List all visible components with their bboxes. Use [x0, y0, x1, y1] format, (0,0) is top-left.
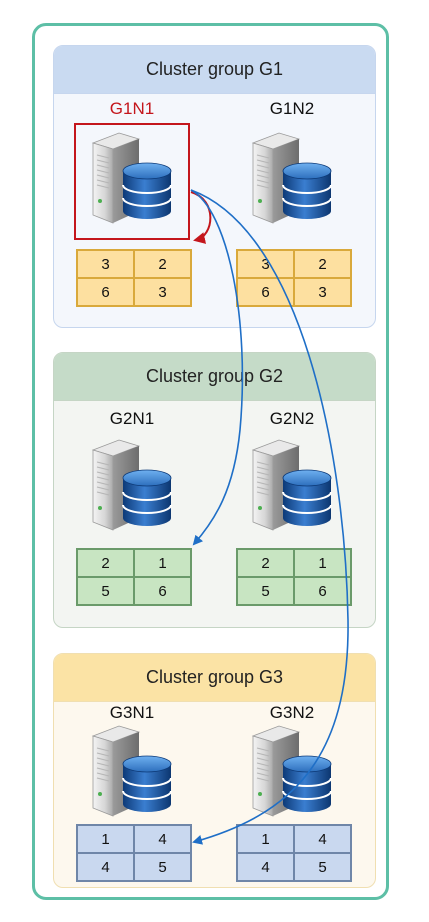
- group-title: Cluster group G3: [54, 654, 375, 702]
- node-label-g1n2: G1N2: [269, 99, 315, 118]
- shard-cell: 1: [294, 549, 351, 577]
- shard-cell: 5: [294, 853, 351, 881]
- shard-cell: 5: [134, 853, 191, 881]
- shard-cell: 2: [237, 549, 294, 577]
- shard-cell: 2: [134, 250, 191, 278]
- shard-table-g3n2: 1 4 4 5: [236, 824, 352, 882]
- shard-cell: 6: [77, 278, 134, 306]
- local-write-arrow: [190, 191, 212, 244]
- shard-cell: 2: [77, 549, 134, 577]
- shard-table-g1n2: 3 2 6 3: [236, 249, 352, 307]
- shard-cell: 3: [134, 278, 191, 306]
- shard-cell: 3: [77, 250, 134, 278]
- shard-table-g1n1: 3 2 6 3: [76, 249, 192, 307]
- selected-node-highlight: [74, 123, 190, 240]
- shard-cell: 2: [294, 250, 351, 278]
- shard-cell: 1: [237, 825, 294, 853]
- shard-table-g2n2: 2 1 5 6: [236, 548, 352, 606]
- replication-arrow-g3n1: [190, 189, 349, 845]
- group-title: Cluster group G1: [54, 46, 375, 94]
- group-title: Cluster group G2: [54, 353, 375, 401]
- shard-table-g3n1: 1 4 4 5: [76, 824, 192, 882]
- shard-cell: 1: [77, 825, 134, 853]
- node-label-g2n2: G2N2: [269, 409, 315, 428]
- shard-cell: 6: [294, 577, 351, 605]
- shard-cell: 5: [237, 577, 294, 605]
- cluster-frame: [32, 23, 389, 900]
- shard-cell: 3: [294, 278, 351, 306]
- shard-cell: 4: [77, 853, 134, 881]
- shard-cell: 4: [237, 853, 294, 881]
- shard-cell: 4: [134, 825, 191, 853]
- shard-cell: 4: [294, 825, 351, 853]
- shard-table-g2n1: 2 1 5 6: [76, 548, 192, 606]
- node-label-g3n1: G3N1: [109, 703, 155, 722]
- node-label-g1n1: G1N1: [109, 99, 155, 118]
- node-label-g2n1: G2N1: [109, 409, 155, 428]
- replication-arrow-g2n1: [190, 189, 244, 546]
- node-label-g3n2: G3N2: [269, 703, 315, 722]
- shard-cell: 6: [134, 577, 191, 605]
- shard-cell: 1: [134, 549, 191, 577]
- shard-cell: 5: [77, 577, 134, 605]
- shard-cell: 3: [237, 250, 294, 278]
